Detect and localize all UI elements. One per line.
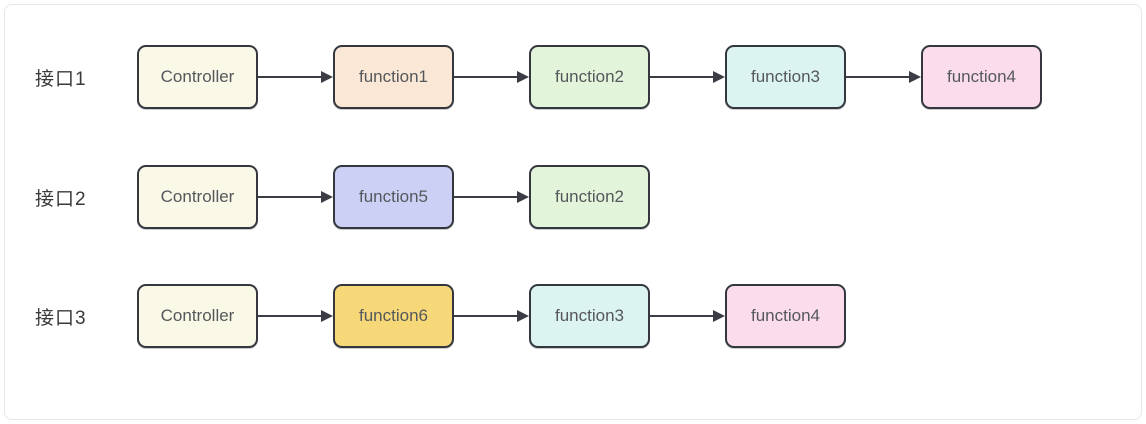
node-label: function1 (359, 67, 428, 86)
node-label: function2 (555, 67, 624, 86)
flow-row-interface3: 接口3 Controller function6 function3 funct… (0, 284, 1146, 348)
node-label: function4 (947, 67, 1016, 86)
arrow-head-icon (321, 310, 333, 322)
node-label: function5 (359, 187, 428, 206)
node-function4: function4 (921, 45, 1042, 109)
node-controller: Controller (137, 165, 258, 229)
node-function3: function3 (529, 284, 650, 348)
node-label: Controller (160, 306, 235, 325)
arrow-line (846, 76, 909, 78)
node-controller: Controller (137, 284, 258, 348)
arrow-connector (650, 45, 725, 109)
arrow-line (454, 76, 517, 78)
arrow-head-icon (517, 71, 529, 83)
node-function4: function4 (725, 284, 846, 348)
node-function6: function6 (333, 284, 454, 348)
arrow-line (650, 315, 713, 317)
node-function1: function1 (333, 45, 454, 109)
arrow-connector (454, 165, 529, 229)
arrow-line (258, 76, 321, 78)
node-controller: Controller (137, 45, 258, 109)
flow-row-interface1: 接口1 Controller function1 function2 funct… (0, 45, 1146, 109)
node-function3: function3 (725, 45, 846, 109)
arrow-head-icon (321, 71, 333, 83)
arrow-line (454, 315, 517, 317)
node-label: Controller (160, 187, 235, 206)
arrow-head-icon (909, 71, 921, 83)
arrow-head-icon (321, 191, 333, 203)
node-label: function3 (555, 306, 624, 325)
node-label: function2 (555, 187, 624, 206)
arrow-line (454, 196, 517, 198)
arrow-head-icon (517, 310, 529, 322)
node-label: function6 (359, 306, 428, 325)
arrow-connector (454, 45, 529, 109)
arrow-head-icon (713, 71, 725, 83)
row-label: 接口3 (35, 307, 87, 329)
row-label: 接口2 (35, 188, 87, 210)
arrow-line (258, 196, 321, 198)
node-function5: function5 (333, 165, 454, 229)
arrow-head-icon (517, 191, 529, 203)
node-label: function4 (751, 306, 820, 325)
arrow-connector (846, 45, 921, 109)
arrow-connector (454, 284, 529, 348)
node-label: function3 (751, 67, 820, 86)
node-function2: function2 (529, 165, 650, 229)
node-label: Controller (160, 67, 235, 86)
arrow-connector (258, 284, 333, 348)
arrow-connector (258, 45, 333, 109)
flow-row-interface2: 接口2 Controller function5 function2 (0, 165, 1146, 229)
arrow-line (650, 76, 713, 78)
arrow-connector (258, 165, 333, 229)
row-label: 接口1 (35, 68, 87, 90)
node-function2: function2 (529, 45, 650, 109)
arrow-connector (650, 284, 725, 348)
arrow-line (258, 315, 321, 317)
arrow-head-icon (713, 310, 725, 322)
